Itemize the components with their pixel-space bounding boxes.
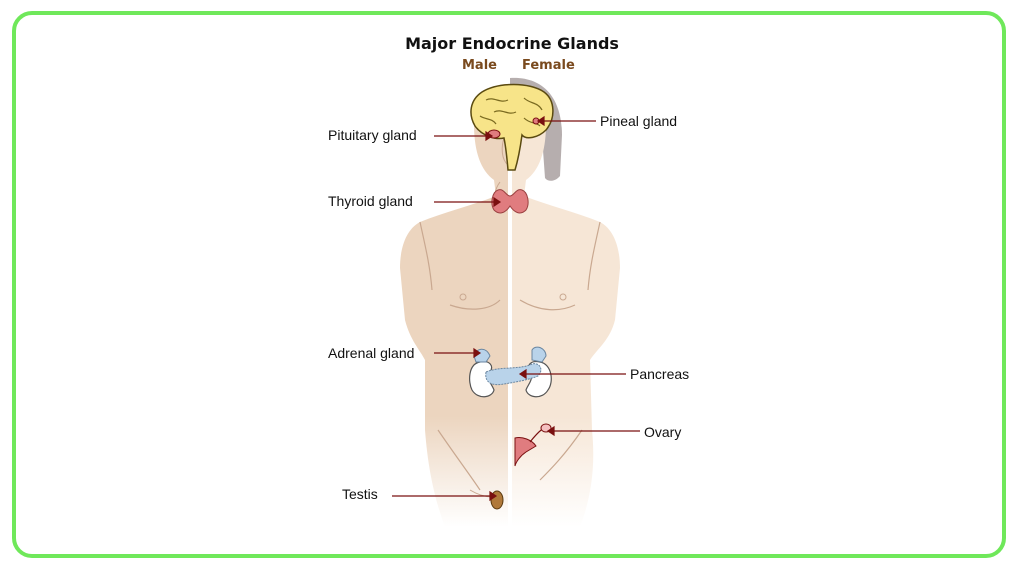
uterus-icon	[514, 437, 537, 467]
kidney-left-icon	[469, 361, 495, 398]
label-thyroid-gland: Thyroid gland	[328, 193, 413, 209]
subtitle-female: Female	[522, 58, 575, 73]
label-testis: Testis	[342, 486, 378, 502]
nipple-left	[459, 293, 467, 301]
diagram-title: Major Endocrine Glands	[405, 34, 619, 53]
brain-icon	[470, 83, 554, 171]
label-pineal-gland: Pineal gland	[600, 113, 678, 129]
label-adrenal-gland: Adrenal gland	[328, 345, 415, 361]
subtitle-male: Male	[462, 58, 497, 73]
label-ovary: Ovary	[644, 424, 682, 440]
label-pancreas: Pancreas	[630, 366, 690, 382]
leader-lines	[392, 115, 640, 502]
female-body	[512, 84, 620, 527]
pancreas-icon	[485, 363, 542, 386]
body-outline	[419, 221, 601, 491]
adrenal-gland-right-icon	[531, 346, 547, 363]
nipple-right	[559, 293, 567, 301]
brain-folds	[479, 97, 543, 127]
male-body	[400, 84, 508, 527]
label-pituitary-gland: Pituitary gland	[328, 127, 417, 143]
thyroid-gland-icon	[491, 189, 529, 214]
